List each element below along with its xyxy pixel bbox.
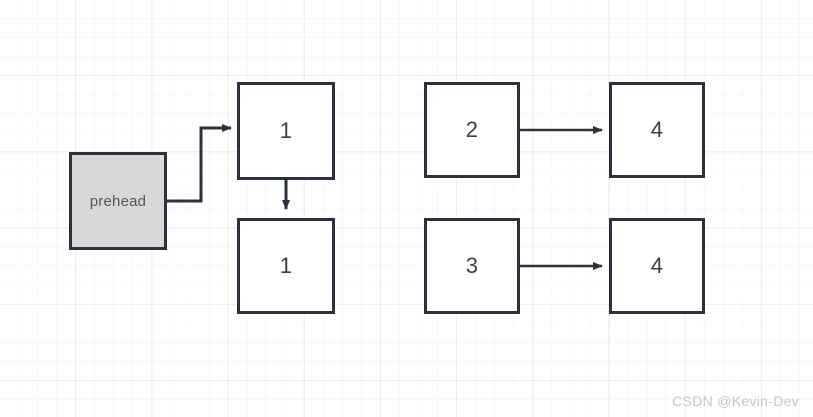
node-2-label: 2 bbox=[465, 117, 479, 142]
node-4-bottom[interactable]: 4 bbox=[609, 218, 705, 314]
node-4-top-label: 4 bbox=[650, 117, 664, 142]
node-prehead-label: prehead bbox=[89, 192, 147, 210]
node-3[interactable]: 3 bbox=[424, 218, 520, 314]
node-3-label: 3 bbox=[465, 253, 479, 278]
node-4-bottom-label: 4 bbox=[650, 253, 664, 278]
node-prehead[interactable]: prehead bbox=[69, 152, 167, 250]
node-1-top-label: 1 bbox=[279, 118, 293, 143]
node-1-top[interactable]: 1 bbox=[237, 82, 335, 180]
node-2[interactable]: 2 bbox=[424, 82, 520, 178]
edge-prehead-to-1-top bbox=[167, 124, 232, 203]
node-4-top[interactable]: 4 bbox=[609, 82, 705, 178]
watermark-text: CSDN @Kevin-Dev bbox=[672, 393, 799, 409]
node-1-bottom-label: 1 bbox=[279, 253, 293, 278]
node-1-bottom[interactable]: 1 bbox=[237, 218, 335, 314]
